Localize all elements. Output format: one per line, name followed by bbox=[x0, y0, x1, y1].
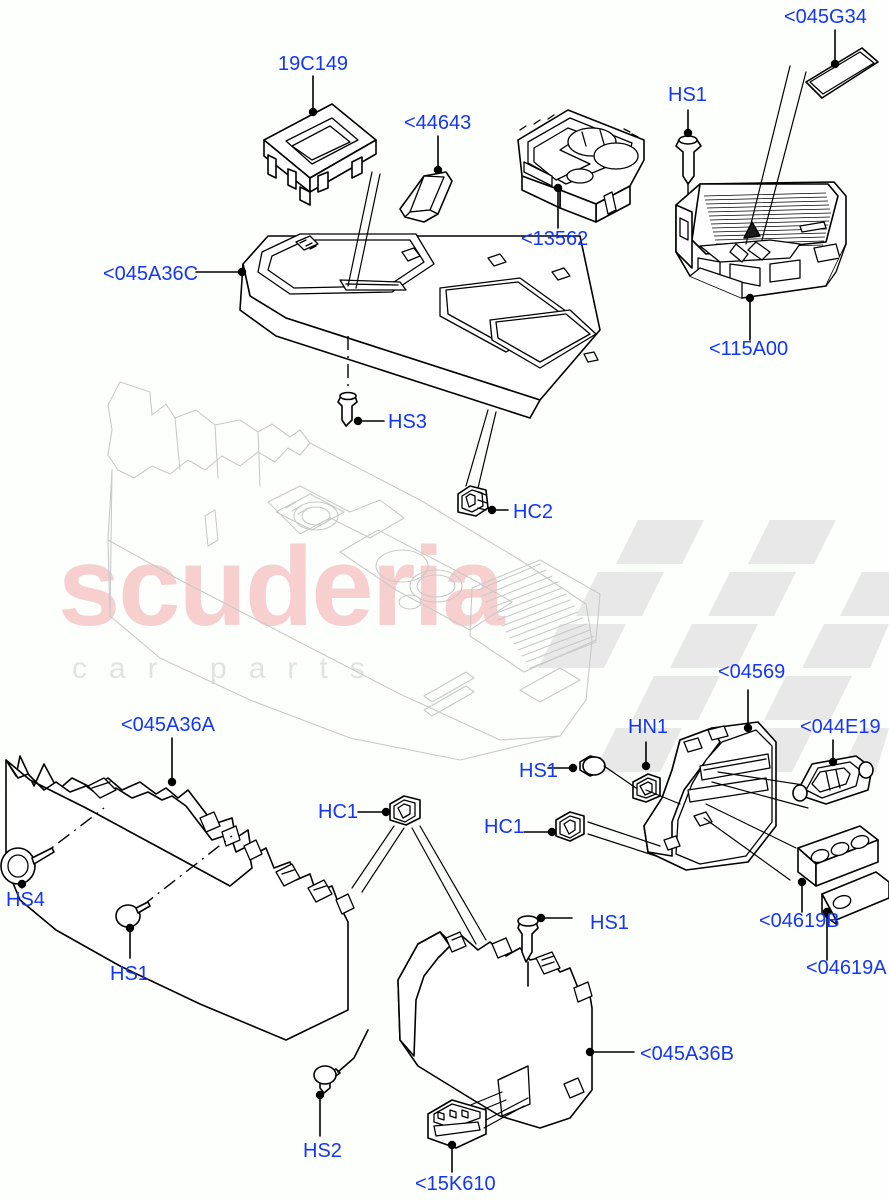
callout-label-HC1-bot: HC1 bbox=[318, 801, 358, 823]
callout-label-045A36C: <045A36C bbox=[103, 263, 198, 285]
part-HS2-screw bbox=[313, 1029, 369, 1137]
callout-label-HS3: HS3 bbox=[388, 411, 427, 433]
watermark-secondary-text: car parts bbox=[72, 652, 387, 685]
callout-line-045G34 bbox=[830, 29, 840, 69]
callout-label-045A36B: <045A36B bbox=[640, 1043, 734, 1065]
brand-watermark: scuderia car parts bbox=[58, 524, 507, 685]
callout-line-045A36A bbox=[167, 737, 177, 787]
callout-label-04569: <04569 bbox=[718, 661, 785, 683]
callout-labels: 19C149 <44643 <13562 HS1 <045G34 <115A00… bbox=[6, 6, 887, 1195]
part-HS3-screw bbox=[337, 336, 385, 427]
callout-label-HS1-top: HS1 bbox=[668, 84, 707, 106]
part-HC1-clip-midright bbox=[523, 811, 661, 857]
part-13562-cup-holder-insert bbox=[517, 109, 645, 223]
callout-line-045A36B bbox=[585, 1047, 635, 1057]
part-HN1-nut bbox=[632, 741, 681, 805]
part-045G34-console-mat bbox=[805, 47, 879, 99]
part-HS1-screw-top bbox=[675, 109, 702, 268]
part-44643-console-trim-cover bbox=[399, 171, 453, 223]
watermark-primary-text: scuderia bbox=[58, 524, 505, 649]
callout-line-045A36C bbox=[195, 267, 247, 277]
callout-label-044E19: <044E19 bbox=[800, 716, 881, 738]
part-HS4-screw bbox=[0, 807, 105, 889]
part-15K610-console-lamp bbox=[427, 1097, 529, 1173]
part-045A36C-console-upper-finisher bbox=[239, 171, 601, 419]
callout-line-044E19 bbox=[828, 739, 838, 767]
part-045A36A-console-side-panel-left bbox=[5, 755, 355, 1041]
part-115A00-roller-blind-storage-bin bbox=[675, 65, 847, 299]
callout-label-HC1-mid: HC1 bbox=[484, 816, 524, 838]
part-19C149-gear-shift-finisher bbox=[263, 103, 377, 206]
callout-label-HC2: HC2 bbox=[513, 501, 553, 523]
part-044E19-rear-vent-register bbox=[792, 755, 874, 805]
callout-line-04569 bbox=[743, 689, 753, 733]
callout-label-HS2: HS2 bbox=[303, 1140, 342, 1162]
console-assembly-ghost bbox=[107, 381, 601, 761]
callout-label-115A00: <115A00 bbox=[709, 338, 788, 360]
callout-label-04619B: <04619B bbox=[759, 910, 840, 932]
part-04619A-rear-switch-bezel-single bbox=[821, 871, 889, 961]
callout-label-HN1: HN1 bbox=[628, 716, 668, 738]
part-045A36B-console-side-panel-right bbox=[397, 931, 593, 1129]
part-04619B-rear-switch-bezel-triple bbox=[797, 825, 879, 913]
callout-label-13562: <13562 bbox=[521, 228, 588, 250]
part-HS1-screw-bottomright bbox=[517, 913, 573, 987]
callout-line-13562 bbox=[553, 183, 563, 229]
callout-label-HS1-bl: HS1 bbox=[110, 963, 149, 985]
part-HC2-clip bbox=[457, 409, 509, 517]
callout-label-045A36A: <045A36A bbox=[121, 714, 216, 736]
part-HS1-screw-midright bbox=[547, 755, 637, 789]
callout-line-115A00 bbox=[745, 293, 755, 341]
part-04569-console-rear-panel bbox=[643, 721, 811, 881]
callout-label-19C149: 19C149 bbox=[278, 53, 348, 75]
callout-label-HS1-br: HS1 bbox=[590, 912, 629, 934]
callout-label-44643: <44643 bbox=[404, 112, 471, 134]
callout-label-15K610: <15K610 bbox=[415, 1173, 496, 1195]
callout-label-045G34: <045G34 bbox=[784, 6, 867, 28]
callout-label-HS1-mid: HS1 bbox=[519, 760, 558, 782]
part-HC1-clip-bottomcenter bbox=[351, 795, 487, 945]
callout-label-04619A: <04619A bbox=[806, 957, 887, 979]
part-HS1-screw-bottomleft bbox=[115, 835, 233, 959]
callout-line-19C149 bbox=[308, 75, 318, 117]
callout-line-44643 bbox=[433, 135, 443, 175]
callout-label-HS4: HS4 bbox=[6, 889, 45, 911]
